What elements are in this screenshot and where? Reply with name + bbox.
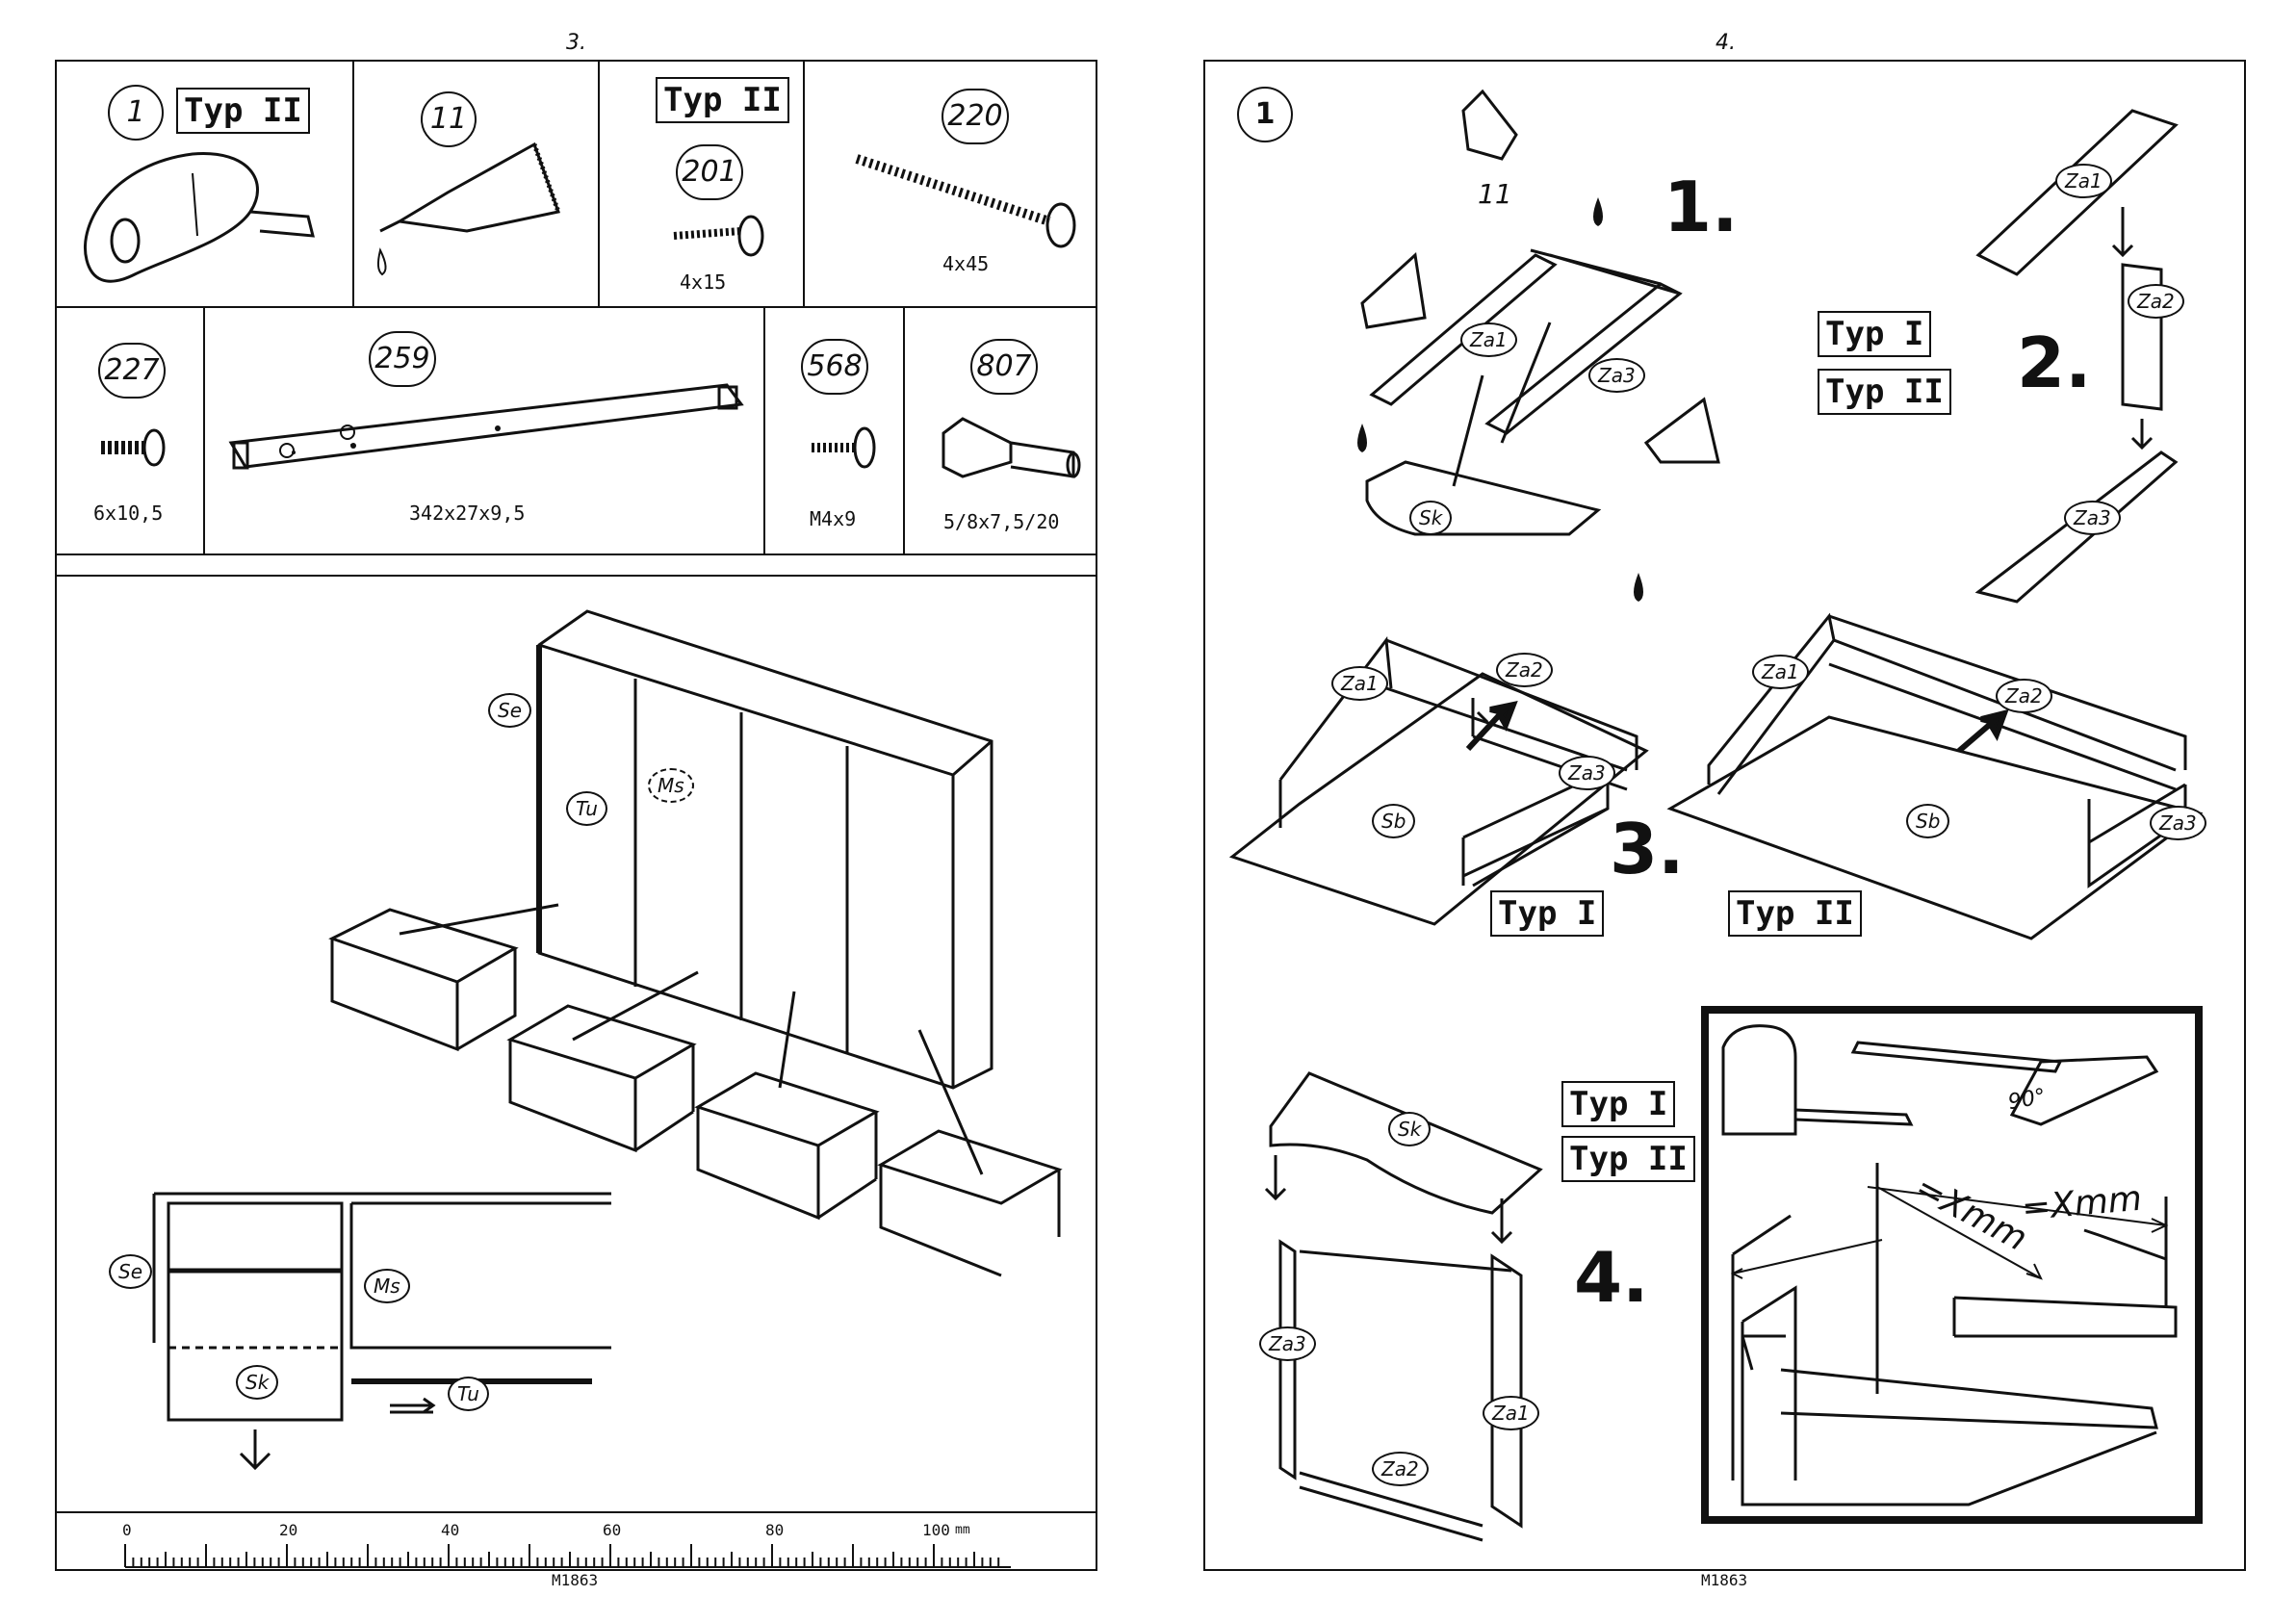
part-807-dim: 5/8x7,5/20 bbox=[943, 510, 1059, 533]
label-za2-step3a: Za2 bbox=[1496, 653, 1553, 687]
left-page-code: M1863 bbox=[552, 1571, 598, 1589]
label-za3-step4: Za3 bbox=[1259, 1326, 1316, 1361]
part-227-number: 227 bbox=[98, 343, 166, 399]
label-ms: Ms bbox=[648, 768, 694, 803]
part-220-number: 220 bbox=[942, 89, 1009, 144]
label-sb-step3a: Sb bbox=[1372, 804, 1415, 838]
part-201-dim: 4x15 bbox=[680, 270, 726, 294]
part-1-number: 1 bbox=[108, 85, 164, 141]
short-screw-icon bbox=[664, 207, 770, 265]
step-4-number: 4. bbox=[1574, 1237, 1648, 1318]
part-227-dim: 6x10,5 bbox=[93, 502, 163, 525]
step-1-number: 1. bbox=[1664, 167, 1738, 247]
plug-screw-icon bbox=[96, 424, 173, 472]
bumper-plug-icon bbox=[939, 409, 1083, 496]
parts-table-divider bbox=[352, 60, 354, 306]
cam-connector-icon bbox=[77, 144, 327, 289]
label-za1-step3a: Za1 bbox=[1331, 666, 1388, 701]
part-201-type: Typ II bbox=[656, 77, 789, 123]
step-2-typ-2: Typ II bbox=[1818, 369, 1951, 415]
ruler-tick-80: 80 bbox=[765, 1521, 784, 1539]
ruler-tick-0: 0 bbox=[122, 1521, 132, 1539]
part-568-dim: M4x9 bbox=[810, 507, 856, 530]
label-za3-step2: Za3 bbox=[2064, 501, 2121, 535]
label-se-detail: Se bbox=[109, 1254, 152, 1289]
parts-table-divider bbox=[803, 60, 805, 306]
label-za3-step3b: Za3 bbox=[2150, 806, 2206, 840]
step-4-typ-2: Typ II bbox=[1561, 1136, 1695, 1182]
label-za2-step3b: Za2 bbox=[1996, 679, 2052, 713]
label-za2-step4: Za2 bbox=[1372, 1452, 1429, 1486]
drawer-runner-icon bbox=[226, 375, 765, 501]
label-ms-detail: Ms bbox=[364, 1269, 410, 1303]
ruler-unit: mm bbox=[955, 1523, 970, 1537]
parts-table-divider bbox=[203, 306, 205, 554]
ruler-tick-40: 40 bbox=[441, 1521, 459, 1539]
part-807-number: 807 bbox=[970, 339, 1038, 395]
left-page-number: 3. bbox=[566, 31, 586, 55]
part-220-dim: 4x45 bbox=[942, 252, 989, 275]
ruler-tick-60: 60 bbox=[603, 1521, 621, 1539]
parts-table-divider bbox=[598, 60, 600, 306]
step-2-typ-1: Typ I bbox=[1818, 311, 1931, 357]
part-1-type: Typ II bbox=[176, 88, 310, 134]
part-201-number: 201 bbox=[676, 144, 743, 200]
long-screw-icon bbox=[847, 144, 1088, 241]
parts-table-divider bbox=[903, 306, 905, 554]
measuring-ruler bbox=[125, 1540, 1011, 1569]
label-sb-step3b: Sb bbox=[1906, 804, 1949, 838]
step-3-drawing-type2 bbox=[1665, 611, 2205, 939]
parts-table-divider bbox=[55, 1511, 1097, 1513]
part-568-number: 568 bbox=[801, 339, 868, 395]
right-page-number: 4. bbox=[1716, 31, 1736, 55]
label-sk-step4: Sk bbox=[1388, 1112, 1431, 1146]
label-za3-step3a: Za3 bbox=[1559, 756, 1615, 790]
cross-section-detail bbox=[149, 1189, 621, 1478]
label-za1-step3b: Za1 bbox=[1752, 655, 1809, 689]
right-page-code: M1863 bbox=[1701, 1571, 1747, 1589]
parts-table-divider bbox=[55, 306, 1097, 308]
part-259-dim: 342x27x9,5 bbox=[409, 502, 525, 525]
label-za2-step2: Za2 bbox=[2128, 284, 2184, 319]
step-3-typ-2: Typ II bbox=[1728, 890, 1862, 937]
label-tu-detail: Tu bbox=[448, 1377, 489, 1411]
step-4-typ-1: Typ I bbox=[1561, 1081, 1675, 1127]
label-za3-step1: Za3 bbox=[1588, 358, 1645, 393]
parts-table-divider bbox=[55, 575, 1097, 577]
label-sk-step1: Sk bbox=[1409, 501, 1452, 535]
label-za1-step4: Za1 bbox=[1483, 1396, 1539, 1430]
step-1-drawing bbox=[1280, 82, 1781, 592]
glue-tube-icon bbox=[371, 125, 582, 289]
label-sk-detail: Sk bbox=[236, 1365, 278, 1400]
label-se: Se bbox=[488, 693, 531, 728]
label-tu: Tu bbox=[566, 791, 607, 826]
parts-table-divider bbox=[55, 554, 1097, 555]
ruler-tick-20: 20 bbox=[279, 1521, 297, 1539]
step-3-typ-1: Typ I bbox=[1490, 890, 1604, 937]
label-za1-step1: Za1 bbox=[1460, 322, 1517, 357]
ruler-tick-100: 100 bbox=[922, 1521, 950, 1539]
label-za1-step2: Za1 bbox=[2055, 164, 2112, 198]
wardrobe-overview-drawing bbox=[318, 597, 1088, 1271]
metric-screw-icon bbox=[807, 424, 884, 472]
squareness-check-drawing bbox=[1714, 1018, 2195, 1509]
